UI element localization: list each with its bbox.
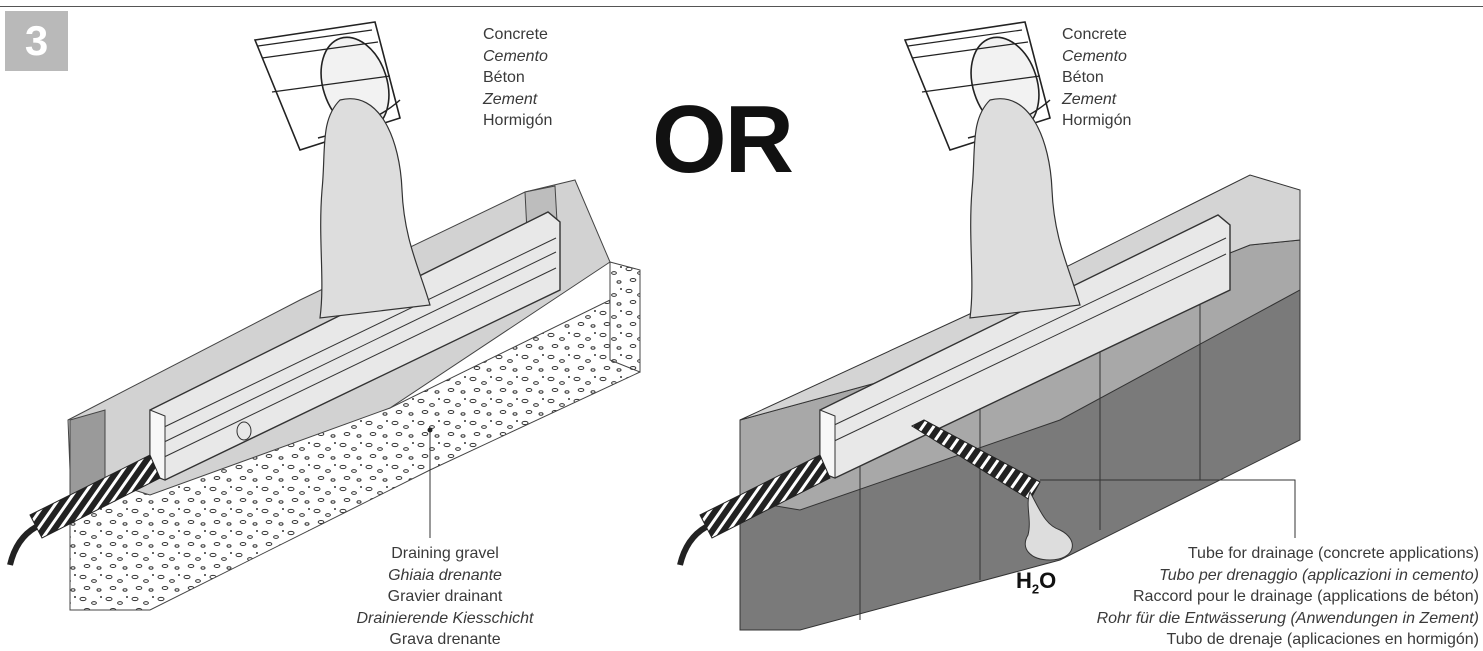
water-o: O	[1039, 568, 1057, 593]
label-it: Ghiaia drenante	[388, 566, 502, 584]
drain-hose-left	[29, 454, 161, 539]
water-label: H2O	[1016, 568, 1056, 596]
label-fr: Raccord pour le drainage (applications d…	[1133, 588, 1479, 605]
label-it: Cemento	[1062, 47, 1127, 65]
gravel-label: Draining gravel Ghiaia drenante Gravier …	[310, 543, 580, 651]
label-es: Hormigón	[483, 112, 553, 129]
label-en: Draining gravel	[391, 545, 499, 562]
drain-tube-right	[910, 419, 1041, 501]
left-scene	[7, 21, 641, 611]
or-separator: OR	[652, 86, 794, 193]
label-es: Grava drenante	[389, 631, 501, 648]
water-outflow	[1024, 490, 1073, 561]
concrete-pour-left	[319, 98, 431, 319]
concrete-label-left: Concrete Cemento Béton Zement Hormigón	[483, 24, 552, 132]
label-it: Tubo per drenaggio (applicazioni in ceme…	[1159, 566, 1479, 584]
label-en: Concrete	[483, 26, 548, 43]
label-fr: Béton	[483, 69, 525, 86]
water-sub: 2	[1031, 581, 1040, 597]
label-fr: Gravier drainant	[387, 588, 503, 605]
top-border	[0, 6, 1483, 7]
water-h: H	[1016, 568, 1032, 593]
step-number-badge: 3	[5, 11, 68, 71]
label-it: Cemento	[483, 47, 548, 65]
tube-label: Tube for drainage (concrete applications…	[1097, 543, 1479, 651]
label-de: Zement	[1062, 90, 1117, 108]
drain-hose-right-side	[699, 454, 831, 539]
right-scene	[677, 21, 1301, 631]
label-fr: Béton	[1062, 69, 1104, 86]
label-en: Concrete	[1062, 26, 1127, 43]
label-en: Tube for drainage (concrete applications…	[1187, 545, 1479, 562]
label-de: Drainierende Kiesschicht	[356, 609, 534, 627]
concrete-label-right: Concrete Cemento Béton Zement Hormigón	[1062, 24, 1131, 132]
concrete-pour-right	[969, 98, 1081, 319]
label-de: Rohr für die Entwässerung (Anwendungen i…	[1096, 609, 1479, 627]
label-es: Tubo de drenaje (aplicaciones en hormigó…	[1166, 631, 1479, 648]
label-es: Hormigón	[1062, 112, 1132, 129]
label-de: Zement	[483, 90, 538, 108]
